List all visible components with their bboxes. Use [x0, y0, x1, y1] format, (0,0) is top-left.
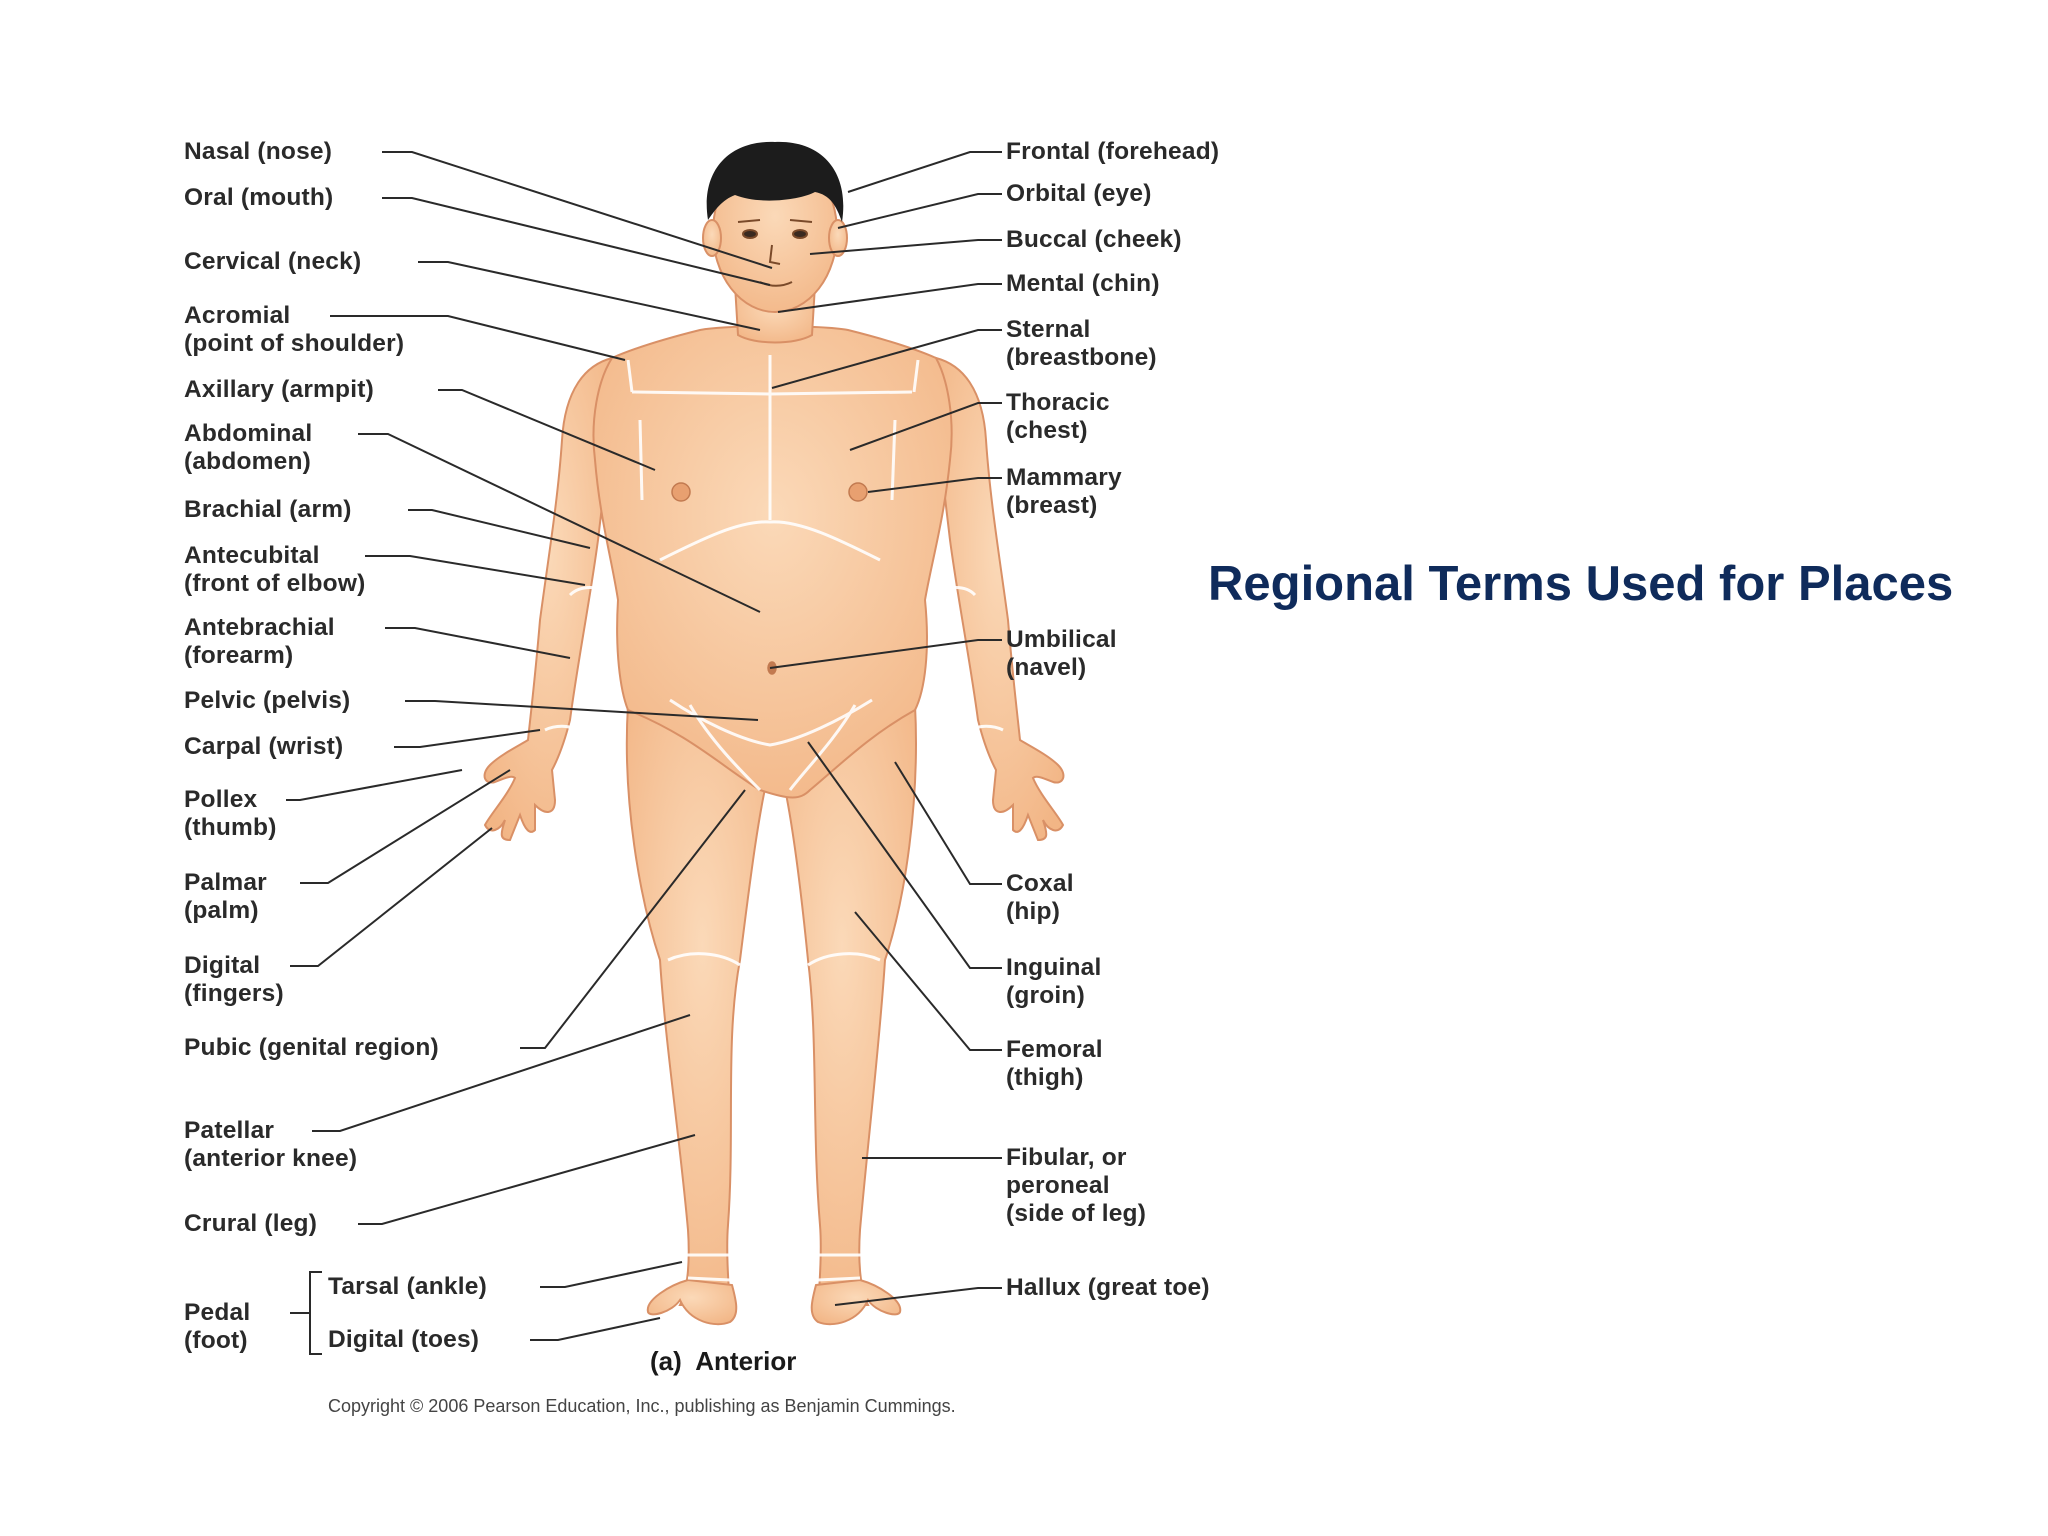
label-hallux: Hallux (great toe) — [1006, 1274, 1210, 1301]
leader-oral — [382, 197, 771, 286]
label-tarsal: Tarsal (ankle) — [328, 1273, 487, 1300]
label-acromial: Acromial (point of shoulder) — [184, 302, 405, 357]
slide-title: Regional Terms Used for Places — [1208, 557, 1954, 611]
leader-pollex — [286, 769, 463, 801]
right-leg — [766, 703, 917, 1306]
label-abdominal: Abdominal (abdomen) — [184, 420, 313, 475]
left-foot — [646, 1278, 738, 1326]
label-axillary: Axillary (armpit) — [184, 376, 374, 403]
label-mammary: Mammary (breast) — [1006, 464, 1122, 519]
torso — [592, 325, 953, 799]
label-frontal: Frontal (forehead) — [1006, 138, 1220, 165]
copyright-notice: Copyright © 2006 Pearson Education, Inc.… — [328, 1396, 956, 1416]
leader-sternal — [771, 329, 1002, 389]
leader-lines — [286, 151, 1002, 1355]
label-sternal: Sternal (breastbone) — [1006, 316, 1157, 371]
leader-inguinal — [807, 741, 1002, 969]
leader-hallux — [834, 1287, 1002, 1306]
label-antebrachial: Antebrachial (forearm) — [184, 614, 335, 669]
leader-cervical — [418, 261, 761, 331]
leader-buccal — [809, 239, 1002, 255]
leader-patellar — [312, 1014, 691, 1132]
label-digital-fingers: Digital (fingers) — [184, 952, 284, 1007]
label-coxal: Coxal (hip) — [1006, 870, 1074, 925]
label-oral: Oral (mouth) — [184, 184, 334, 211]
label-brachial: Brachial (arm) — [184, 496, 352, 523]
label-fibular: Fibular, or peroneal (side of leg) — [1006, 1144, 1147, 1227]
right-ear — [828, 219, 848, 257]
leader-axillary — [438, 389, 656, 471]
left-leg — [625, 703, 780, 1306]
label-umbilical: Umbilical (navel) — [1006, 626, 1117, 681]
leader-brachial — [408, 509, 591, 549]
leader-acromial — [330, 315, 626, 361]
leader-pelvic — [405, 700, 759, 721]
label-inguinal: Inguinal (groin) — [1006, 954, 1102, 1009]
leader-palmar — [300, 769, 511, 884]
leader-coxal — [894, 761, 1002, 885]
leader-frontal — [847, 151, 1002, 193]
label-patellar: Patellar (anterior knee) — [184, 1117, 358, 1172]
label-pelvic: Pelvic (pelvis) — [184, 687, 351, 714]
leader-antebrachial — [385, 627, 571, 659]
label-pedal: Pedal (foot) — [184, 1299, 251, 1354]
leader-mental — [777, 283, 1002, 313]
label-cervical: Cervical (neck) — [184, 248, 362, 275]
leader-nasal — [382, 151, 773, 269]
label-digital-toes: Digital (toes) — [328, 1326, 480, 1353]
leader-pubic — [520, 789, 746, 1049]
label-palmar: Palmar (palm) — [184, 869, 267, 924]
left-arm — [483, 356, 614, 842]
leader-umbilical — [769, 639, 1002, 669]
leader-abdominal — [358, 433, 761, 613]
leader-digital-fingers — [290, 827, 493, 967]
label-nasal: Nasal (nose) — [184, 138, 333, 165]
leader-orbital — [837, 193, 1002, 229]
label-mental: Mental (chin) — [1006, 270, 1160, 297]
hair — [706, 141, 844, 222]
label-carpal: Carpal (wrist) — [184, 733, 344, 760]
label-femoral: Femoral (thigh) — [1006, 1036, 1103, 1091]
leader-antecubital — [365, 555, 586, 586]
body-marks — [671, 482, 868, 675]
label-crural: Crural (leg) — [184, 1210, 318, 1237]
leader-digital-toes — [530, 1317, 661, 1341]
label-pubic: Pubic (genital region) — [184, 1034, 439, 1061]
leader-femoral — [854, 911, 1002, 1051]
region-boundaries — [544, 355, 1004, 1282]
label-pollex: Pollex (thumb) — [184, 786, 277, 841]
leader-thoracic — [849, 402, 1002, 451]
figure-caption: (a) Anterior — [650, 1346, 797, 1376]
leader-carpal — [394, 729, 541, 748]
pedal-bracket — [309, 1271, 322, 1355]
label-buccal: Buccal (cheek) — [1006, 226, 1182, 253]
human-body — [483, 151, 1065, 1326]
label-thoracic: Thoracic (chest) — [1006, 389, 1110, 444]
label-orbital: Orbital (eye) — [1006, 180, 1152, 207]
leader-mammary — [867, 477, 1002, 493]
leader-crural — [358, 1134, 696, 1225]
leader-tarsal — [540, 1261, 683, 1288]
label-antecubital: Antecubital (front of elbow) — [184, 542, 366, 597]
